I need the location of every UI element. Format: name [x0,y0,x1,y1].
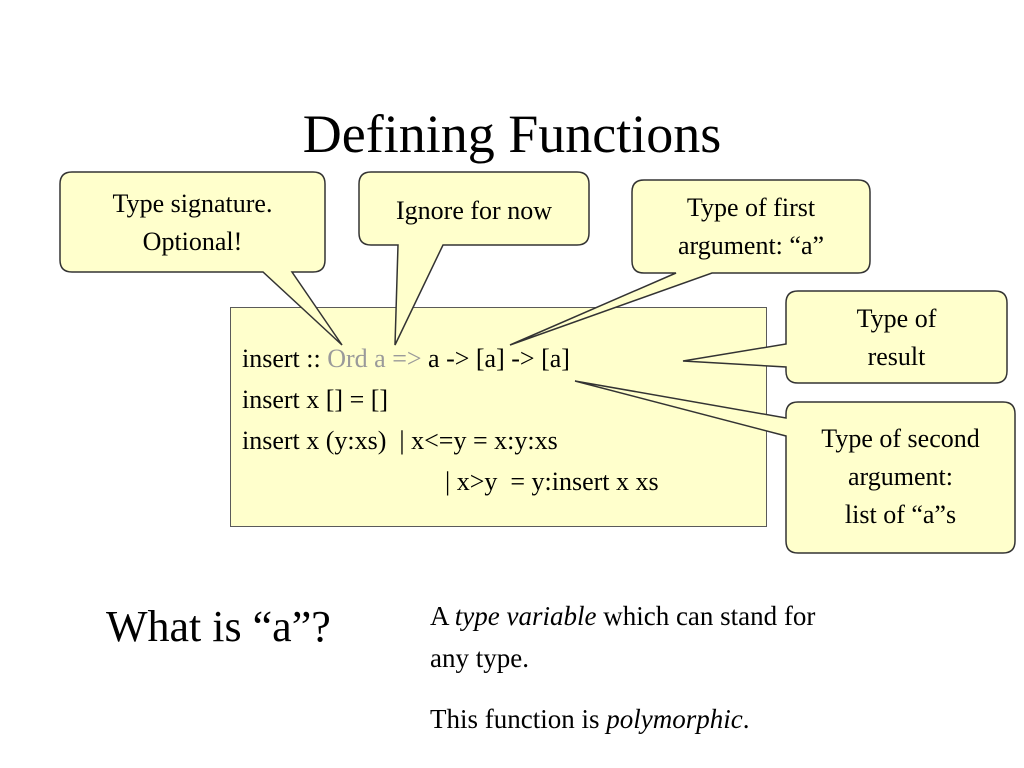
callout-type-signature-line-1: Type signature. [112,189,273,218]
answer-line-1-suffix: which can stand for [596,601,816,631]
callout-ignore-line-1: Ignore for now [396,196,552,225]
callout-second-arg-shape [574,380,1016,554]
code-line-1-suffix: a -> [a] -> [a] [421,344,570,373]
callout-result-line-2: result [867,342,926,371]
callout-second-arg-line-3: list of “a”s [844,500,957,529]
answer-line-3-suffix: . [742,704,750,734]
callout-second-arg: Type of second argument: list of “a”s [786,420,1015,534]
callout-first-arg-shape [509,179,871,346]
question-text: What is “a”? [106,602,331,651]
code-line-1-prefix: insert :: [242,344,328,373]
code-line-type-signature: insert :: Ord a => a -> [a] -> [a] [242,344,570,374]
answer-line-3-prefix: This function is [430,704,607,734]
answer-line-1-prefix: A [430,601,455,631]
callout-ignore: Ignore for now [359,192,589,230]
code-line-1-faded: Ord a => [327,344,422,373]
callout-result: Type of result [786,300,1007,376]
slide-title: Defining Functions [302,104,722,164]
answer-line-1: A type variable which can stand for [430,596,815,636]
callout-second-arg-line-1: Type of second [821,424,980,453]
code-line-recursive-case: insert x (y:xs) | x<=y = x:y:xs [242,426,558,455]
callout-first-arg-line-2: argument: “a” [677,231,825,260]
callout-result-line-1: Type of [856,304,937,333]
callout-second-arg-line-2: argument: [848,462,953,491]
code-block: insert :: Ord a => a -> [a] -> [a] inser… [230,307,767,527]
callout-result-shape [682,290,1008,384]
answer-polymorphic: polymorphic [606,704,743,734]
callout-ignore-shape [358,171,590,346]
answer-type-variable: type variable [454,601,597,631]
callout-type-signature-shape [59,171,343,346]
answer-line-3: This function is polymorphic. [430,699,749,739]
callout-first-arg: Type of first argument: “a” [632,189,870,265]
code-line-base-case: insert x [] = [] [242,385,389,414]
answer-line-2: any type. [430,643,529,673]
code-line-guard: | x>y = y:insert x xs [445,467,659,496]
callout-first-arg-line-1: Type of first [686,193,816,222]
callout-type-signature-line-2: Optional! [142,227,243,256]
callout-type-signature: Type signature. Optional! [60,185,325,261]
